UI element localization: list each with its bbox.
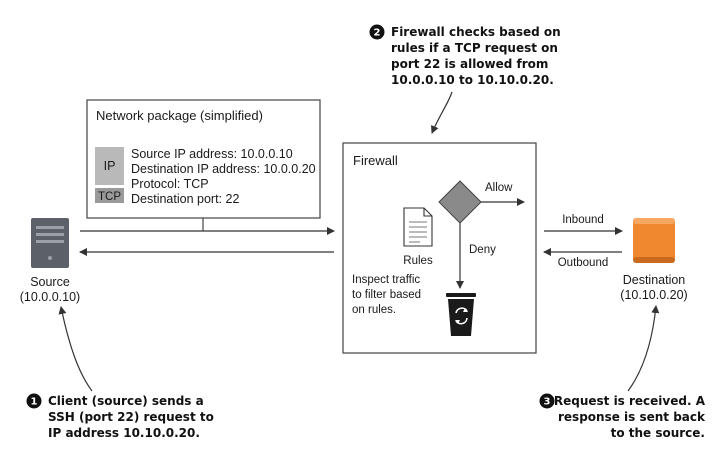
- step-2-line-3: port 22 is allowed from: [391, 57, 548, 71]
- callout-step-2: 2 Firewall checks based on rules if a TC…: [369, 24, 561, 134]
- step-1-line-3: IP address 10.10.0.20.: [48, 426, 200, 440]
- server-icon: [31, 218, 69, 268]
- recycle-bin-icon: [446, 293, 476, 336]
- destination-box-icon: [633, 218, 675, 263]
- step-1-number: 1: [31, 397, 38, 408]
- callout-step-3: 3 Request is received. A response is sen…: [539, 305, 706, 440]
- inspect-line-1: Inspect traffic: [352, 274, 420, 286]
- firewall-title: Firewall: [353, 153, 398, 168]
- step-2-number-badge: [369, 24, 385, 40]
- allow-label: Allow: [485, 182, 513, 194]
- package-field-source-ip: Source IP address: 10.0.0.10: [131, 147, 293, 161]
- step-2-number: 2: [374, 28, 381, 39]
- source-node: Source (10.0.0.10): [20, 218, 80, 304]
- step-2-line-4: 10.0.0.10 to 10.10.0.20.: [391, 73, 554, 87]
- package-field-port: Destination port: 22: [131, 192, 239, 206]
- source-ip: (10.0.0.10): [20, 290, 80, 304]
- outbound-label: Outbound: [558, 257, 609, 269]
- destination-ip: (10.10.0.20): [620, 288, 687, 302]
- step-1-line-2: SSH (port 22) request to: [48, 410, 214, 424]
- ip-header-block: [95, 147, 124, 185]
- package-field-destination-ip: Destination IP address: 10.0.0.20: [131, 162, 316, 176]
- deny-label: Deny: [469, 244, 496, 256]
- package-title: Network package (simplified): [96, 108, 263, 123]
- step-3-number: 3: [544, 397, 551, 408]
- tcp-header-label: TCP: [98, 191, 121, 203]
- step-2-line-1: Firewall checks based on: [391, 25, 561, 39]
- step-3-pointer: [627, 305, 660, 392]
- step-2-line-2: rules if a TCP request on: [391, 41, 558, 55]
- source-label: Source: [30, 275, 70, 289]
- step-1-pointer: [58, 306, 93, 392]
- step-2-pointer: [431, 91, 453, 134]
- tcp-header-block: [95, 188, 124, 203]
- step-3-line-2: response is sent back: [558, 410, 706, 424]
- inbound-label: Inbound: [562, 214, 604, 226]
- step-3-number-badge: [539, 393, 555, 409]
- step-3-line-1: Request is received. A: [554, 394, 706, 408]
- callout-step-1: 1 Client (source) sends a SSH (port 22) …: [26, 306, 214, 440]
- package-frame: [86, 99, 321, 219]
- inspect-line-3: on rules.: [352, 304, 396, 316]
- ip-header-label: IP: [104, 159, 116, 173]
- inspect-line-2: to filter based: [352, 289, 421, 301]
- network-package-box: Network package (simplified) IP TCP Sour…: [86, 99, 321, 231]
- step-1-line-1: Client (source) sends a: [48, 394, 204, 408]
- destination-node: Destination (10.10.0.20): [620, 218, 688, 302]
- firewall-box: Firewall Allow Deny Rules Inspect traffi…: [342, 142, 537, 354]
- package-field-protocol: Protocol: TCP: [131, 177, 209, 191]
- destination-label: Destination: [623, 273, 686, 287]
- step-3-line-3: to the source.: [611, 426, 705, 440]
- step-1-number-badge: [26, 393, 42, 409]
- rules-label: Rules: [403, 255, 433, 267]
- document-icon: [403, 207, 433, 247]
- firewall-frame: [342, 142, 537, 354]
